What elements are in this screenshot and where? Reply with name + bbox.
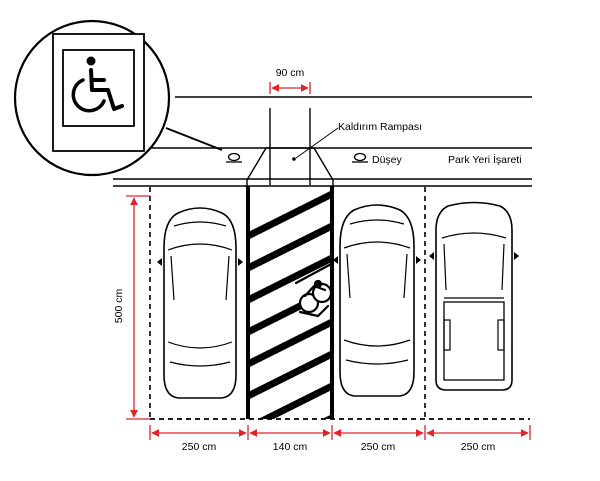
sign-post-icon [352,152,368,163]
wheelchair-icon [294,261,335,318]
space-3-width-label: 250 cm [461,441,496,453]
curb-ramp [246,108,334,186]
sidewalk [113,96,532,187]
space-1-width-label: 250 cm [182,441,217,453]
truck-right [429,201,519,391]
aisle-width-label: 140 cm [273,441,308,453]
sign-callout [13,19,223,177]
dimension-ramp-width [269,82,311,94]
ramp-width-label: 90 cm [276,67,305,79]
space-length-label: 500 cm [113,289,125,324]
vertical-sign-label-right: Park Yeri İşareti [448,153,522,166]
car-left [157,207,243,399]
wheelchair-accessibility-icon [71,56,124,113]
space-2-width-label: 250 cm [361,441,396,453]
dimension-widths [149,425,531,440]
car-middle [333,204,421,397]
access-aisle [246,186,334,419]
parking-space-lines [149,187,530,420]
vertical-sign-label-left: Düşey [372,154,403,166]
ramp-label: Kaldırım Rampası [338,121,422,133]
dimension-space-length [126,195,150,420]
sign-post-icon [226,152,242,163]
ramp-pointer [292,127,339,161]
